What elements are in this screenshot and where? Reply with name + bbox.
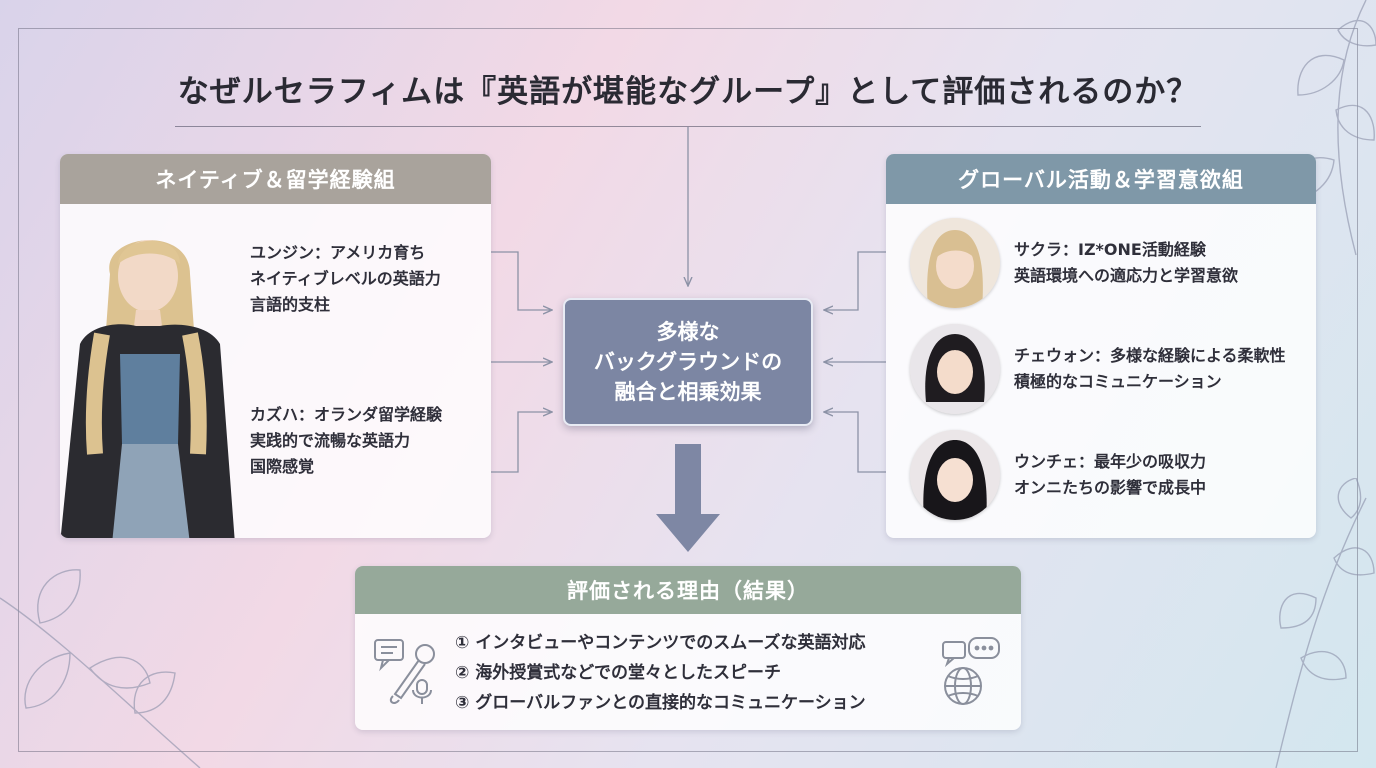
leaf-decoration-bottom-right bbox=[1275, 478, 1375, 768]
global-group-panel: グローバル活動＆学習意欲組 サクラ：IZ*ONE活動経験 英語環境への適応力と学… bbox=[886, 154, 1316, 538]
left-connector-top bbox=[491, 251, 552, 310]
member-row-chaewon: チェウォン：多様な経験による柔軟性 積極的なコミュニケーション bbox=[910, 324, 1286, 414]
right-connector-top bbox=[824, 251, 886, 310]
avatar-chaewon bbox=[910, 324, 1000, 414]
member-info-kazuha: カズハ：オランダ留学経験 実践的で流暢な英語力 国際感覚 bbox=[250, 405, 443, 476]
left-connector-bottom bbox=[491, 412, 552, 473]
title-divider bbox=[175, 126, 1201, 127]
member-info-eunchae: ウンチェ：最年少の吸収力 オンニたちの影響で成長中 bbox=[1014, 452, 1207, 497]
member-info-yunjin: ユンジン：アメリカ育ち ネイティブレベルの英語力 言語的支柱 bbox=[250, 243, 441, 314]
synergy-box: 多様な バックグラウンドの 融合と相乗効果 bbox=[563, 298, 813, 426]
right-connector-bottom bbox=[824, 412, 886, 473]
globe-chat-icon bbox=[942, 637, 1000, 705]
avatar-sakura bbox=[910, 218, 1000, 308]
result-panel: 評価される理由（結果） ① インタビューやコンテンツでのスムーズな英語対応 ② … bbox=[355, 566, 1021, 730]
avatar-eunchae bbox=[910, 430, 1000, 520]
yunjin-illustration bbox=[60, 240, 235, 538]
reason-item: ② 海外授賞式などでの堂々としたスピーチ bbox=[455, 663, 781, 683]
reason-item: ③ グローバルファンとの直接的なコミュニケーション bbox=[455, 693, 866, 713]
reason-item: ① インタビューやコンテンツでのスムーズな英語対応 bbox=[455, 633, 866, 653]
result-header: 評価される理由（結果） bbox=[355, 566, 1021, 614]
member-info-sakura: サクラ：IZ*ONE活動経験 英語環境への適応力と学習意欲 bbox=[1014, 240, 1239, 285]
member-row-eunchae: ウンチェ：最年少の吸収力 オンニたちの影響で成長中 bbox=[910, 430, 1206, 520]
page-title: なぜルセラフィムは『英語が堪能なグループ』として評価されるのか？ bbox=[177, 74, 1199, 110]
result-down-arrow bbox=[656, 444, 720, 552]
global-group-header: グローバル活動＆学習意欲組 bbox=[886, 154, 1316, 204]
member-row-sakura: サクラ：IZ*ONE活動経験 英語環境への適応力と学習意欲 bbox=[910, 218, 1238, 308]
decorative-frame bbox=[18, 28, 1358, 752]
reason-list: ① インタビューやコンテンツでのスムーズな英語対応 ② 海外授賞式などでの堂々と… bbox=[455, 628, 866, 718]
member-info-chaewon: チェウォン：多様な経験による柔軟性 積極的なコミュニケーション bbox=[1014, 346, 1286, 391]
native-group-panel: ネイティブ＆留学経験組 ユンジン：アメリカ育ち ネイティブレベルの英語力 言語的… bbox=[60, 154, 491, 538]
native-group-header: ネイティブ＆留学経験組 bbox=[60, 154, 491, 204]
leaf-decoration-bottom-left bbox=[0, 569, 201, 768]
microphone-speech-icon bbox=[374, 639, 435, 704]
